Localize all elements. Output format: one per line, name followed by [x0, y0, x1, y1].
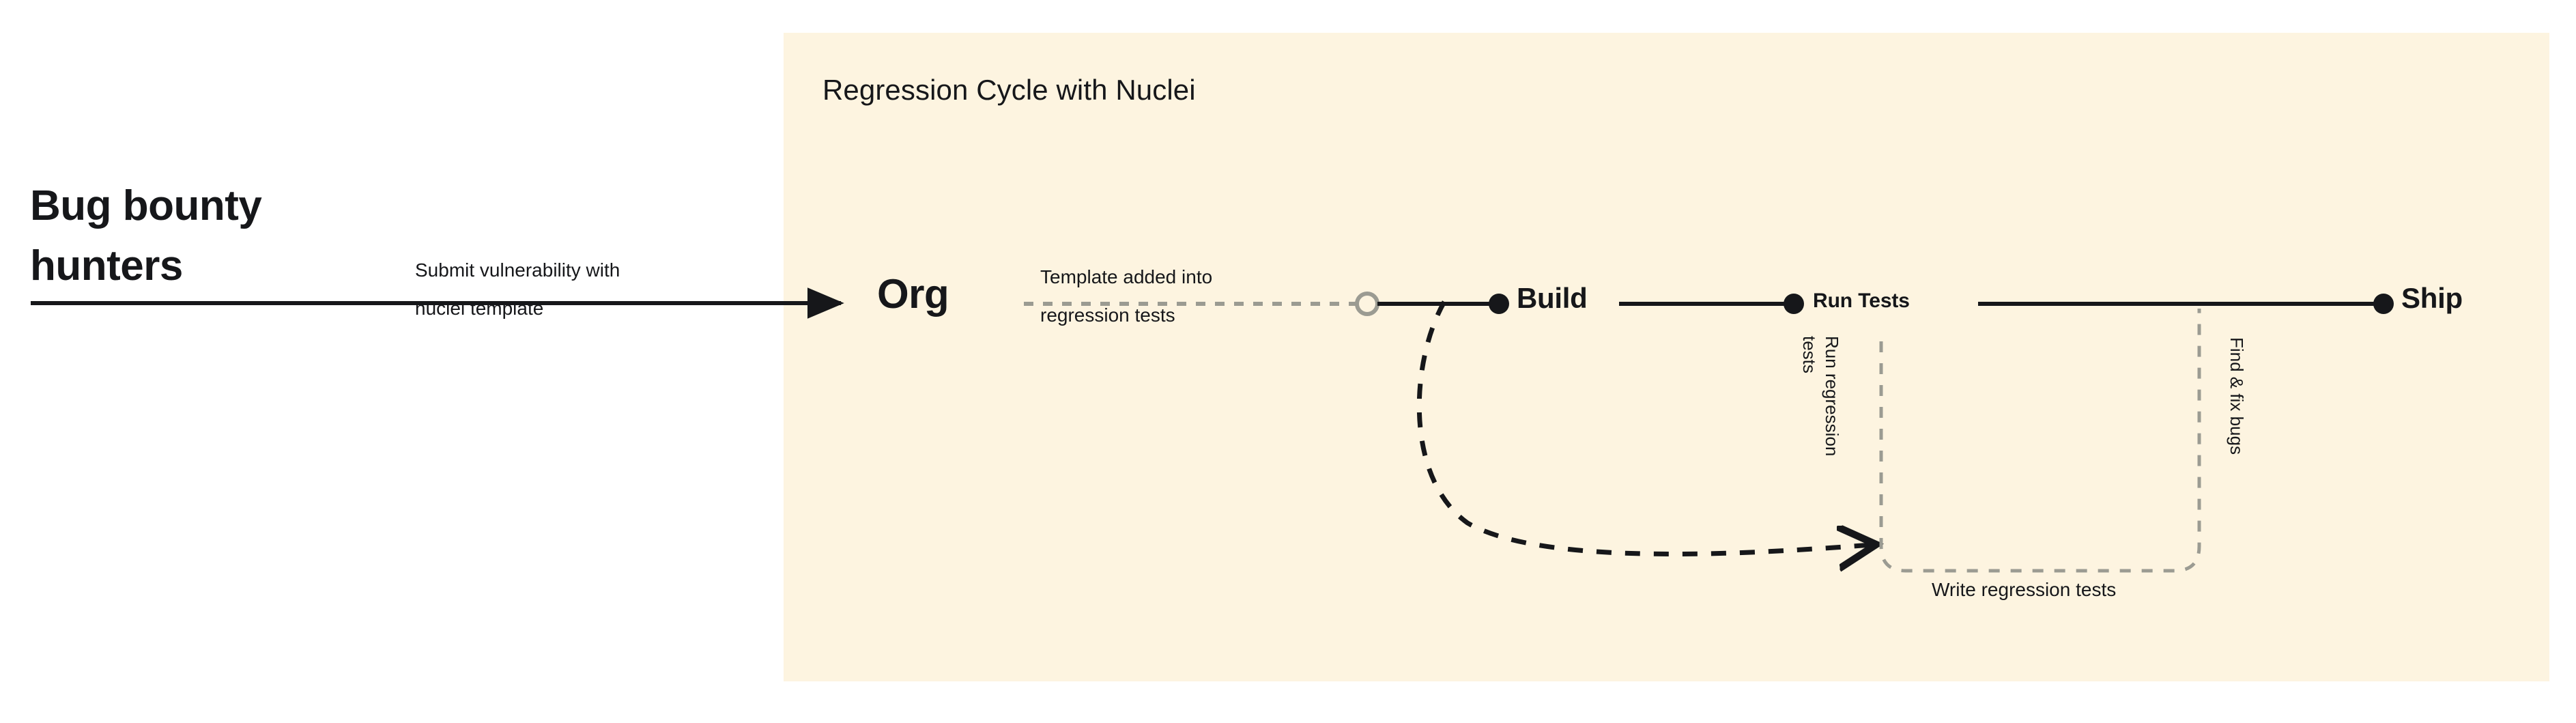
bug-bounty-hunters-label: Bug bounty hunters — [30, 176, 412, 296]
node-label-build: Build — [1517, 282, 1588, 314]
template-edge-label-line-1: Template added into — [1040, 266, 1213, 287]
find-fix-bugs-annotation: Find & fix bugs — [2227, 337, 2247, 455]
actor-line-1: Bug bounty — [30, 182, 262, 229]
run-regression-tests-line-2: tests — [1799, 336, 1820, 373]
regression-cycle-panel — [784, 33, 2549, 681]
template-edge-label-line-2: regression tests — [1040, 304, 1175, 326]
template-edge-label: Template added into regression tests — [1040, 258, 1212, 335]
submit-edge-label-line-2: nuclei template — [415, 298, 544, 319]
run-regression-tests-annotation: Run regression tests — [1799, 336, 1843, 456]
node-label-run-tests: Run Tests — [1813, 289, 1910, 312]
submit-edge-label: Submit vulnerability with nuclei templat… — [415, 251, 777, 328]
node-label-ship: Ship — [2401, 282, 2463, 314]
submit-edge-label-line-1: Submit vulnerability with — [415, 259, 620, 281]
actor-line-2: hunters — [30, 242, 183, 290]
node-label-org: Org — [877, 271, 949, 317]
run-regression-tests-line-1: Run regression — [1822, 336, 1842, 457]
write-regression-tests-annotation: Write regression tests — [1932, 579, 2117, 600]
panel-title: Regression Cycle with Nuclei — [822, 74, 1196, 106]
